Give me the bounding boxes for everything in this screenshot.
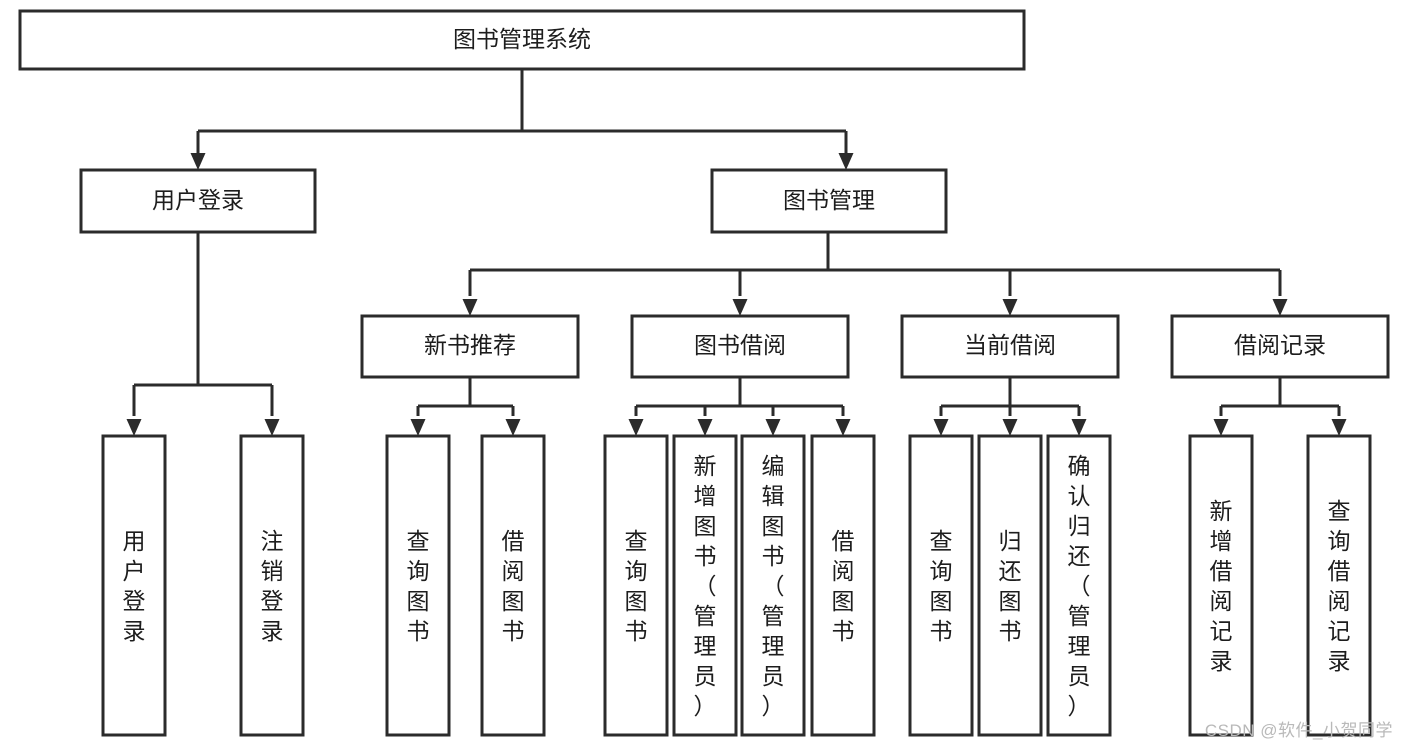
node-records[interactable]: 借阅记录 xyxy=(1170,314,1390,379)
node-bookmgmt[interactable]: 图书管理 xyxy=(710,168,948,234)
node-login[interactable]: 用户登录 xyxy=(79,168,317,234)
node-leaf-8-label: 借阅图书 xyxy=(832,528,855,644)
node-leaf-10[interactable]: 归还图书 xyxy=(977,434,1043,737)
connector-current-to-leaves xyxy=(933,377,1087,436)
node-current-label: 当前借阅 xyxy=(964,332,1056,358)
node-leaf-3-label: 查询图书 xyxy=(407,528,430,644)
connector-root-to-level2 xyxy=(190,69,854,170)
node-newbook[interactable]: 新书推荐 xyxy=(360,314,580,379)
node-leaf-12[interactable]: 新增借阅记录 xyxy=(1188,434,1254,737)
connector-layer xyxy=(126,69,1347,436)
node-leaf-2[interactable]: 注销登录 xyxy=(239,434,305,737)
node-leaf-12-label: 新增借阅记录 xyxy=(1210,498,1233,674)
connector-bookmgmt-to-level3 xyxy=(462,232,1288,316)
connector-newbook-to-leaves xyxy=(410,377,521,436)
node-leaf-9[interactable]: 查询图书 xyxy=(908,434,974,737)
node-login-label: 用户登录 xyxy=(152,187,244,213)
node-leaf-10-label: 归还图书 xyxy=(999,528,1022,644)
node-leaf-13-label: 查询借阅记录 xyxy=(1328,498,1351,674)
connector-login-to-leaves xyxy=(126,232,280,436)
node-leaf-1[interactable]: 用户登录 xyxy=(101,434,167,737)
node-leaf-9-label: 查询图书 xyxy=(930,528,953,644)
node-bookmgmt-label: 图书管理 xyxy=(783,187,875,213)
node-leaf-1-label: 用户登录 xyxy=(123,528,146,644)
node-newbook-label: 新书推荐 xyxy=(424,332,516,358)
csdn-watermark: CSDN @软件_小贺同学 xyxy=(1204,721,1393,740)
node-borrow-label: 图书借阅 xyxy=(694,332,786,358)
node-leaf-6[interactable]: 新增图书（管理员） xyxy=(672,434,738,737)
node-leaf-4-label: 借阅图书 xyxy=(502,528,525,644)
node-borrow[interactable]: 图书借阅 xyxy=(630,314,850,379)
node-root[interactable]: 图书管理系统 xyxy=(18,9,1026,71)
node-current[interactable]: 当前借阅 xyxy=(900,314,1120,379)
node-records-label: 借阅记录 xyxy=(1234,332,1326,358)
connector-borrow-to-leaves xyxy=(628,377,851,436)
node-leaf-4[interactable]: 借阅图书 xyxy=(480,434,546,737)
node-leaf-5[interactable]: 查询图书 xyxy=(603,434,669,737)
node-leaf-7-label: 编辑图书（管理员） xyxy=(762,453,785,719)
connector-records-to-leaves xyxy=(1213,377,1347,436)
node-leaf-6-label: 新增图书（管理员） xyxy=(694,453,717,719)
node-leaf-2-label: 注销登录 xyxy=(261,528,284,644)
node-leaf-7[interactable]: 编辑图书（管理员） xyxy=(740,434,806,737)
node-leaf-3[interactable]: 查询图书 xyxy=(385,434,451,737)
node-leaf-5-label: 查询图书 xyxy=(625,528,648,644)
node-leaf-13[interactable]: 查询借阅记录 xyxy=(1306,434,1372,737)
node-root-label: 图书管理系统 xyxy=(453,26,591,52)
node-leaf-11[interactable]: 确认归还（管理员） xyxy=(1046,434,1112,737)
node-leaf-11-label: 确认归还（管理员） xyxy=(1068,453,1091,719)
node-leaf-8[interactable]: 借阅图书 xyxy=(810,434,876,737)
